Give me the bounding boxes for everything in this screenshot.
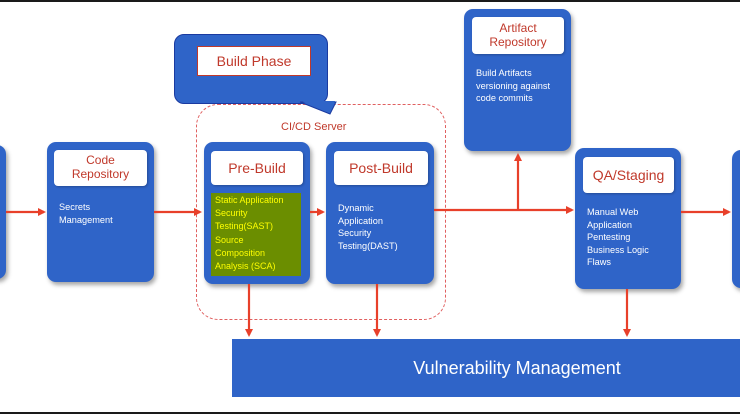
pre-build-body-line: Testing(SAST) [215, 221, 274, 232]
vulnerability-management-label: Vulnerability Management [413, 357, 621, 378]
qa-staging-title: QA/Staging [583, 157, 674, 193]
build-phase-label: Build Phase [197, 46, 311, 76]
qa-staging-body-line: Business Logic [587, 244, 649, 255]
frame-top-border [0, 0, 740, 2]
artifact-repository-body-line: Build Artifacts [476, 68, 532, 78]
qa-staging-body-line: Pentesting [587, 232, 631, 243]
frame-bottom-border [0, 412, 740, 414]
code-repository-body-line: Secrets [59, 202, 91, 212]
post-build-body-line: Testing(DAST) [338, 240, 398, 251]
artifact-repository-title: Artifact Repository [472, 17, 564, 54]
post-build-body-line: Dynamic [338, 203, 374, 213]
artifact-repository-title-line1: Artifact [499, 20, 537, 35]
vulnerability-management-bar [232, 339, 740, 397]
left-partial-box [0, 145, 6, 279]
artifact-repository-body-line: versioning against [476, 80, 551, 91]
ci-cd-server-label: CI/CD Server [281, 121, 347, 133]
post-build-body-line: Security [338, 228, 372, 239]
code-repository-title: Code Repository [54, 150, 147, 186]
qa-staging-body-line: Manual Web [587, 207, 639, 217]
pre-build-body-line: Static Application [215, 195, 284, 205]
right-partial-box [732, 150, 740, 288]
artifact-repository-body-line: code commits [476, 93, 533, 104]
post-build-title: Post-Build [334, 151, 428, 185]
pre-build-body-line: Analysis (SCA) [215, 261, 276, 272]
pre-build-body-line: Composition [215, 247, 266, 258]
code-repository-body: Secrets Management [59, 201, 149, 226]
pre-build-body-line: Source [215, 234, 244, 245]
pre-build-title: Pre-Build [211, 151, 303, 185]
artifact-repository-body: Build Artifacts versioning against code … [476, 67, 568, 105]
code-repository-body-line: Management [59, 214, 113, 225]
callout-pointer-fill [301, 101, 335, 111]
pre-build-body-line: Security [215, 208, 248, 219]
pre-build-sast-sca-box: Static Application Security Testing(SAST… [211, 193, 301, 276]
code-repository-title-line1: Code [86, 153, 115, 168]
post-build-body: Dynamic Application Security Testing(DAS… [338, 202, 428, 252]
post-build-body-line: Application [338, 215, 383, 226]
qa-staging-body: Manual Web Application Pentesting Busine… [587, 206, 679, 269]
code-repository-title-line2: Repository [71, 167, 130, 181]
artifact-repository-title-line2: Repository [489, 34, 547, 49]
qa-staging-body-line: Flaws [587, 257, 611, 268]
qa-staging-body-line: Application [587, 219, 632, 230]
